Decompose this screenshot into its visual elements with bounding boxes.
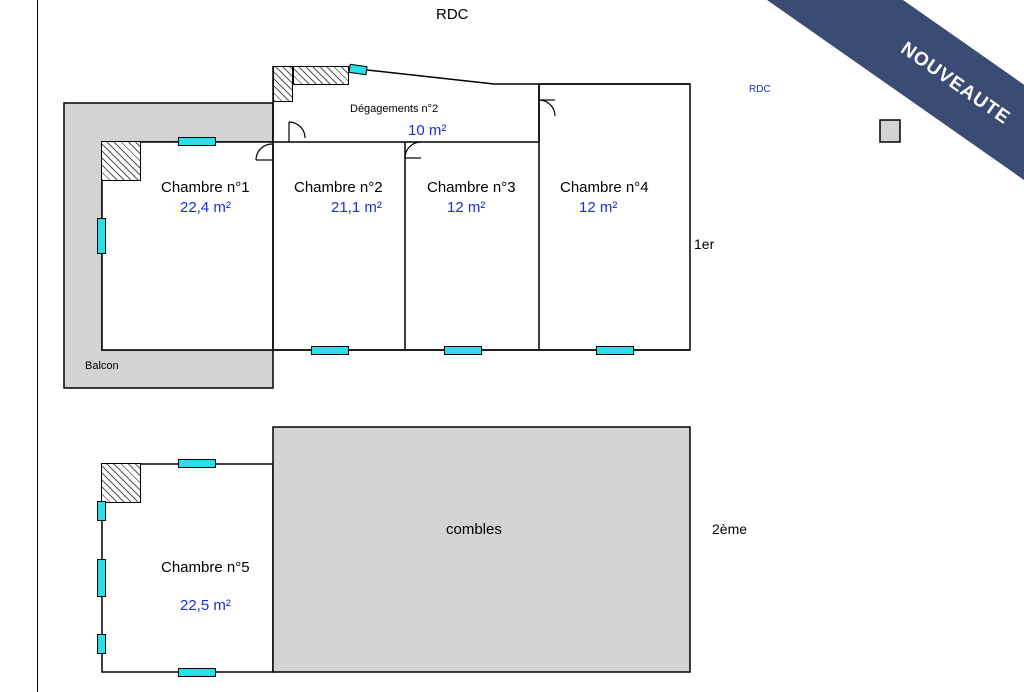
chambre2-area: 21,1 m² bbox=[331, 199, 382, 216]
level-2eme-label: 2ème bbox=[712, 521, 748, 537]
chambre2-label: Chambre n°2 bbox=[294, 179, 383, 196]
stair-icon bbox=[293, 66, 349, 85]
chambre3-label: Chambre n°3 bbox=[427, 179, 516, 196]
level-1er-label: 1er bbox=[694, 236, 715, 252]
chambre4-label: Chambre n°4 bbox=[560, 179, 649, 196]
combles-area bbox=[272, 426, 691, 673]
corridor-top-wall bbox=[348, 67, 495, 85]
window bbox=[311, 346, 349, 355]
window bbox=[97, 559, 106, 597]
chambre5-label: Chambre n°5 bbox=[161, 559, 250, 576]
chambre3-area: 12 m² bbox=[447, 199, 486, 216]
door-arc-1 bbox=[288, 121, 306, 139]
page-left-border bbox=[37, 0, 38, 692]
door-arc-4 bbox=[538, 99, 556, 117]
rdc-legend: RDC bbox=[749, 84, 771, 95]
chambre1-area: 22,4 m² bbox=[180, 199, 231, 216]
combles-label: combles bbox=[446, 521, 502, 538]
window bbox=[596, 346, 634, 355]
door-arc-3 bbox=[404, 141, 422, 159]
balcon-label: Balcon bbox=[85, 360, 119, 372]
stair-icon bbox=[101, 463, 141, 503]
degagement-area: 10 m² bbox=[408, 122, 447, 139]
stair-icon bbox=[101, 141, 141, 181]
right-edge-stub bbox=[879, 119, 901, 143]
degagement-label: Dégagements n°2 bbox=[350, 103, 439, 115]
chambre5-area: 22,5 m² bbox=[180, 597, 231, 614]
plan-title: RDC bbox=[436, 6, 469, 23]
door-arc-2 bbox=[255, 143, 273, 161]
stair-icon bbox=[273, 66, 293, 102]
window bbox=[444, 346, 482, 355]
window bbox=[178, 668, 216, 677]
window bbox=[97, 501, 106, 521]
chambre4-area: 12 m² bbox=[579, 199, 618, 216]
window bbox=[97, 634, 106, 654]
window bbox=[178, 137, 216, 146]
chambre1-label: Chambre n°1 bbox=[161, 179, 250, 196]
window bbox=[178, 459, 216, 468]
window bbox=[97, 218, 106, 254]
